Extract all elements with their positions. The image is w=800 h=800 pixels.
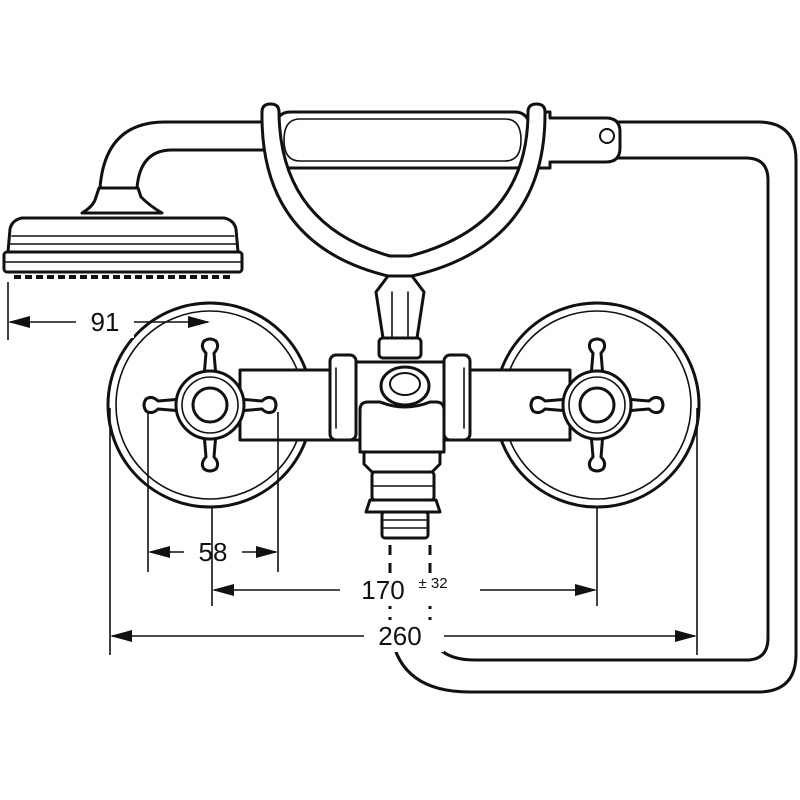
left-cross-handle [142, 337, 278, 473]
arrow-right [575, 584, 597, 596]
dimension-label: 58 [199, 537, 228, 567]
left-union-nut [328, 353, 358, 442]
dimension-label: 170 [361, 575, 404, 605]
cross-hub-ring [181, 376, 239, 434]
label-gap [364, 620, 444, 652]
cross-arm [529, 395, 571, 415]
cross-arm [142, 395, 184, 415]
spout-neck [362, 450, 442, 474]
dimension-handle-span: 58 [147, 412, 279, 572]
dimension-tolerance: ± 32 [418, 575, 447, 592]
dimension-overall: 260 [109, 408, 698, 655]
spout-nozzle [364, 498, 442, 514]
connector-knob [599, 128, 615, 144]
dimension-shower-offset: 91 [7, 282, 210, 340]
shower-pipe-outer [98, 120, 270, 190]
hose-outer-line [388, 120, 798, 694]
stem-taper [374, 274, 426, 340]
spout-aerator [380, 510, 430, 540]
handle-grip-inner [283, 118, 522, 162]
cross-arm [200, 337, 220, 379]
cross-hub-center [578, 386, 616, 424]
arrow-right [675, 630, 697, 642]
arrow-left [212, 584, 234, 596]
diverter-top-inner [389, 372, 421, 396]
shower-pipe-inner [135, 148, 270, 190]
handle-grip [271, 110, 534, 170]
cross-arm [587, 431, 607, 473]
dimension-label: 91 [91, 307, 120, 337]
label-gap [340, 574, 480, 606]
cross-hub-center [191, 386, 229, 424]
label-gap [76, 308, 134, 338]
hand-shower [2, 120, 270, 279]
arrow-left [148, 546, 170, 558]
hand-shower-handle [271, 110, 622, 170]
arrow-right [188, 316, 210, 328]
cross-arm [236, 395, 278, 415]
cross-arm [623, 395, 665, 415]
shower-neck [80, 186, 164, 215]
arrow-left [8, 316, 30, 328]
cradle-stem [374, 274, 426, 360]
spout-body [358, 400, 446, 454]
mixer-center-body [328, 353, 472, 540]
cross-arm [200, 431, 220, 473]
handle-connector [526, 110, 622, 170]
stem-collar [377, 336, 423, 360]
right-cross-handle [529, 337, 665, 473]
right-union-nut [442, 353, 472, 442]
shower-head-top [6, 216, 240, 254]
arrow-right [256, 546, 278, 558]
arrow-left [110, 630, 132, 642]
label-gap [184, 538, 242, 568]
cross-hub-ring [568, 376, 626, 434]
cross-arm [587, 337, 607, 379]
dimension-label: 260 [378, 621, 421, 651]
dimension-centers: 170 ± 32 [211, 506, 598, 606]
